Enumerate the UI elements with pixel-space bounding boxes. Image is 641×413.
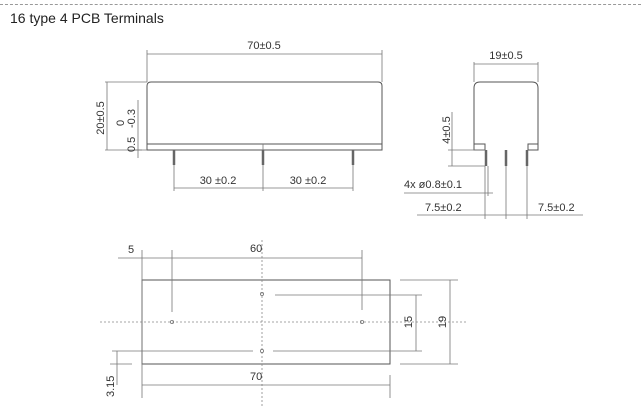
- hole: [259, 291, 264, 296]
- front-body: [146, 81, 383, 146]
- pin-diameter-label: 4x ø0.8±0.1: [404, 179, 462, 191]
- width-label: 19±0.5: [489, 50, 523, 62]
- front-view: 70±0.5 20±0.5 0.5 0 -0.3 30 ±0.2 30 ±0.2: [95, 40, 383, 191]
- side-foot: [527, 143, 539, 151]
- length-label: 70±0.5: [247, 40, 281, 52]
- section-title: 16 type 4 PCB Terminals: [10, 10, 164, 26]
- pitch-right-label: 30 ±0.2: [290, 175, 327, 187]
- row-spacing-label: 15: [403, 316, 415, 328]
- top-divider: [0, 4, 641, 5]
- height-label: 20±0.5: [95, 101, 107, 135]
- side-body: [473, 81, 539, 145]
- side-foot: [473, 143, 486, 151]
- hole: [359, 319, 364, 324]
- hole: [259, 348, 264, 353]
- width-label: 19: [437, 316, 449, 328]
- footprint-view: 5 60 15 19 3.15 70: [100, 240, 466, 408]
- standoff-upper: 0: [115, 120, 127, 126]
- pitch-right-label: 7.5±0.2: [538, 202, 575, 214]
- edge-label: 3.15: [105, 376, 117, 397]
- hole: [169, 319, 174, 324]
- pitch-label: 60: [250, 243, 262, 255]
- side-view: 19±0.5 4±0.5 4x ø0.8±0.1 7.5±0.2 7.5±0.2: [404, 50, 583, 219]
- standoff-label: 0.5: [126, 137, 138, 152]
- pitch-left-label: 30 ±0.2: [200, 175, 237, 187]
- length-label: 70: [250, 371, 262, 383]
- offset-label: 5: [128, 244, 134, 256]
- front-base: [146, 143, 383, 151]
- standoff-lower: -0.3: [126, 109, 138, 128]
- pitch-left-label: 7.5±0.2: [425, 202, 462, 214]
- pin-length-label: 4±0.5: [441, 116, 453, 143]
